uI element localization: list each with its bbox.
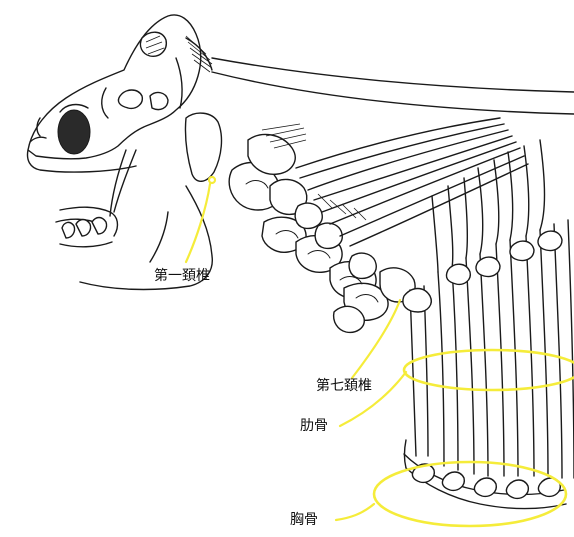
skull xyxy=(26,14,202,173)
atlas-label: 第一頚椎 xyxy=(154,268,210,284)
atlas-leader-line xyxy=(184,182,212,264)
nuchal-ligament-fan xyxy=(185,35,213,73)
sternum-highlight-ring xyxy=(372,460,568,528)
atlas-callout xyxy=(184,175,217,264)
thoracic-ribs-upper xyxy=(261,117,529,247)
sternum-leader-line xyxy=(334,502,376,522)
seventh-cervical-leader-line xyxy=(350,298,402,380)
mandible xyxy=(55,149,213,291)
cervical-vertebrae xyxy=(184,112,416,334)
nuchal-ligament xyxy=(211,57,574,115)
seventh-cervical-label: 第七頚椎 xyxy=(316,378,372,394)
rib-shafts xyxy=(402,139,574,479)
atlas-marker xyxy=(207,175,217,185)
ribs-label: 肋骨 xyxy=(300,418,328,434)
sternum-label: 胸骨 xyxy=(290,512,318,528)
ribs-leader-line xyxy=(338,370,408,428)
ribs-callout xyxy=(338,348,574,428)
seventh-cervical-callout xyxy=(350,298,402,380)
sternum-callout xyxy=(334,460,568,528)
ribs-highlight-ring xyxy=(402,348,574,392)
sternum-bones xyxy=(403,439,567,510)
